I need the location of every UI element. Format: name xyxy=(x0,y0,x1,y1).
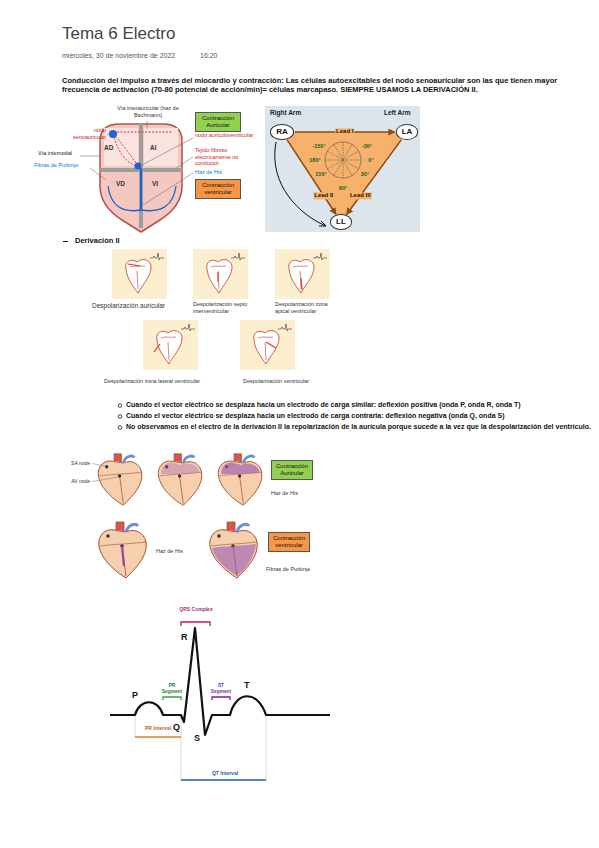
wave-letter: Q xyxy=(173,722,180,733)
chamber-label: AI xyxy=(150,144,157,152)
node-text: Contracción ventricular xyxy=(199,182,237,196)
date-text: miércoles, 30 de noviembre de 2022 xyxy=(62,52,175,60)
chamber-label: VI xyxy=(152,180,158,188)
triangle-fill xyxy=(282,132,407,222)
his-bundle xyxy=(140,168,142,210)
septum xyxy=(139,124,143,228)
image-caption: Despolarización auricular xyxy=(92,302,165,310)
pr-interval-bracket xyxy=(135,736,181,738)
angle-label: 90° xyxy=(333,185,353,192)
wave-letter: S xyxy=(194,733,200,744)
limb-label: Left Arm xyxy=(384,109,410,117)
atrium xyxy=(144,128,178,166)
part-label: Haz de His xyxy=(156,548,183,555)
interval-label: PR Segment xyxy=(159,683,185,695)
node-text: Contracción Auricular xyxy=(199,115,237,129)
part-label: Tejido fibroso eléctricamente no conduct… xyxy=(195,147,261,167)
wave-letter: T xyxy=(244,680,250,691)
interval-label: QRS Complex xyxy=(179,606,213,612)
wave-letter: P xyxy=(132,690,138,701)
part-label: AV node xyxy=(62,478,90,484)
hand-drawn-arrowhead xyxy=(319,221,326,226)
angle-label: 0° xyxy=(361,157,381,164)
list-bullets xyxy=(118,404,122,430)
sa-node xyxy=(109,130,117,138)
electrode-circle: LL xyxy=(330,214,352,229)
axis-wheel xyxy=(325,142,361,178)
atrium xyxy=(104,128,138,166)
node-text: LL xyxy=(336,217,346,226)
st-segment-bracket xyxy=(212,697,230,700)
part-label: Fibras de Purkinje xyxy=(34,162,96,169)
part-label: SA node xyxy=(62,460,90,466)
section-heading: Derivación II xyxy=(75,236,120,245)
angle-label: 180° xyxy=(305,157,325,164)
part-label: nodo senoauricular xyxy=(66,127,106,140)
list-dash xyxy=(63,241,68,242)
chamber-label: AD xyxy=(104,144,113,152)
purkinje-branch xyxy=(141,186,176,211)
chamber-label: VD xyxy=(116,180,125,188)
lead-line xyxy=(347,140,402,215)
hand-drawn-arrow xyxy=(275,142,326,226)
lead-line xyxy=(287,140,336,214)
bullet-text: Cuando el vector eléctrico se desplaza h… xyxy=(126,412,592,420)
lead-label: Lead III xyxy=(349,192,372,199)
bullet-text: No observamos en el electro de la deriva… xyxy=(126,423,592,431)
part-label: Fibras de Purkinje xyxy=(266,566,316,573)
qt-interval-bracket xyxy=(181,779,266,781)
interval-label: PR Interval xyxy=(135,725,181,731)
part-label: Vía interauricular (haz de Bachmann) xyxy=(110,105,186,118)
image-caption: Despolarización ventricular xyxy=(243,378,309,385)
intro-paragraph: Conducción del impulso a través del mioc… xyxy=(62,76,594,94)
purkinje-branch xyxy=(108,186,141,211)
panel-ground xyxy=(265,106,420,232)
node-text: LA xyxy=(402,127,413,136)
limb-label: Right Arm xyxy=(270,109,301,117)
interval-label: ST Segment xyxy=(208,683,234,695)
pr-segment-bracket xyxy=(163,697,181,700)
stage-box: Contracción Auricular xyxy=(271,460,313,480)
stage-box: Contracción ventricular xyxy=(195,179,241,199)
image-caption: Despolarización septo interventricular xyxy=(193,301,255,314)
wave-letter: R xyxy=(181,632,188,643)
part-label: Haz de His xyxy=(195,169,222,176)
electrode-circle: RA xyxy=(270,124,294,139)
ecg-trace xyxy=(110,622,330,780)
node-text: Contracción Auricular xyxy=(275,463,309,477)
interval-label: QT Interval xyxy=(195,770,255,776)
internodal-path xyxy=(113,134,136,166)
einthoven-triangle xyxy=(265,106,420,232)
contraction-hearts xyxy=(92,454,262,578)
lead-label: Lead II xyxy=(313,192,334,199)
bachmann-path xyxy=(117,132,172,133)
electrode-circle: LA xyxy=(396,124,419,139)
node-text: RA xyxy=(276,127,288,136)
part-label: nodo auriculoventricular xyxy=(195,132,261,139)
part-label: Vía internodal xyxy=(38,150,96,157)
qrs-bracket xyxy=(181,622,210,626)
angle-label: 150° xyxy=(311,171,331,178)
angle-label: -30° xyxy=(357,143,377,150)
image-caption: Despolarización zona apical ventricular xyxy=(275,301,337,314)
stage-box: Contracción ventricular xyxy=(268,532,310,552)
av-node xyxy=(135,163,142,170)
heart-outline xyxy=(100,124,182,232)
time-text: 16:20 xyxy=(200,52,218,60)
bullet-text: Cuando el vector eléctrico se desplaza h… xyxy=(126,401,592,409)
lead-label: Lead I xyxy=(335,128,354,135)
angle-label: 30° xyxy=(355,171,375,178)
ecg-wave xyxy=(110,628,330,735)
node-text: Contracción ventricular xyxy=(272,535,306,549)
internodal-path xyxy=(113,134,138,166)
page-title: Tema 6 Electro xyxy=(62,24,175,44)
stage-box: Contracción Auricular xyxy=(195,112,241,132)
angle-label: -150° xyxy=(309,143,329,150)
part-label: Haz de His xyxy=(271,490,298,497)
image-caption: Despolarización zona lateral ventricular xyxy=(104,378,200,385)
